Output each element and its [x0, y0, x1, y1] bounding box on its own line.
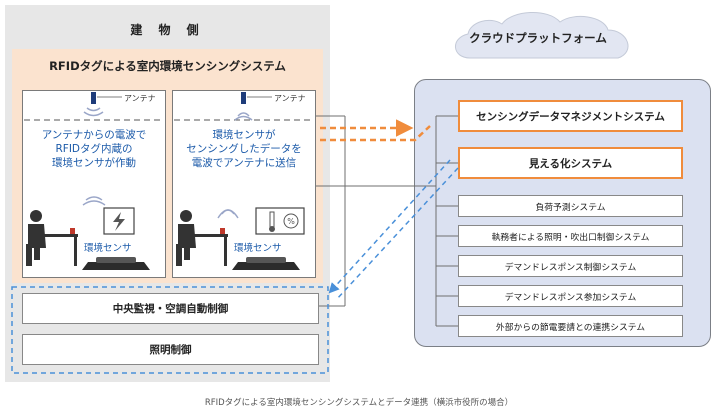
desk-worker-icon: [26, 210, 78, 266]
load-forecast-box: 負荷予測システム: [458, 195, 683, 217]
lighting-control-box: 照明制御: [22, 334, 319, 365]
thermometer-humidity-display-icon: %: [255, 207, 305, 235]
sensing-data-management-box: センシングデータマネジメントシステム: [458, 100, 683, 132]
sensor-label-left: 環境センサ: [84, 243, 132, 254]
cloud-icon: [455, 11, 629, 59]
panel-left-text-1: アンテナからの電波で: [41, 129, 147, 141]
desk-worker-icon: [176, 210, 228, 266]
occupant-control-box: 執務者による照明・吹出口制御システム: [458, 225, 683, 247]
rfid-system-title: RFIDタグによる室内環境センシングシステム: [49, 59, 286, 73]
building-cloud-connector: [316, 115, 436, 307]
antenna-icon: [91, 92, 122, 104]
sensor-device-icon: [232, 257, 300, 270]
panel-left-text-2: RFIDタグ内蔵の: [55, 143, 133, 155]
rfid-panel-right: [172, 90, 316, 278]
lightning-display-icon: [103, 207, 135, 235]
blue-control-arrow: [328, 159, 459, 301]
sensor-device-icon: [82, 257, 150, 270]
wave-icon: [82, 196, 106, 206]
rfid-panel-left: [22, 90, 166, 278]
antenna-icon: [241, 92, 272, 104]
panel-right-text-2: センシングしたデータを: [186, 143, 302, 155]
wave-icon: [83, 107, 104, 117]
wave-icon: [234, 112, 253, 121]
cloud-tree-connector: [435, 115, 458, 327]
wave-icon: [217, 209, 239, 219]
controls-dashed-frame: [11, 286, 329, 374]
dr-participation-box: デマンドレスポンス参加システム: [458, 285, 683, 307]
cloud-platform-title: クラウドプラットフォーム: [469, 31, 607, 45]
visualization-system-box: 見える化システム: [458, 147, 683, 179]
dr-control-box: デマンドレスポンス制御システム: [458, 255, 683, 277]
panel-left-text-3: 環境センサが作動: [52, 157, 136, 169]
panel-right-text-1: 環境センサが: [212, 129, 276, 141]
central-monitoring-box: 中央監視・空調自動制御: [22, 293, 319, 324]
panel-right-text-3: 電波でアンテナに送信: [191, 157, 297, 169]
antenna-label-right: アンテナ: [274, 94, 306, 103]
antenna-label-left: アンテナ: [124, 94, 156, 103]
building-title: 建 物 側: [130, 23, 205, 37]
external-request-box: 外部からの節電要請との連携システム: [458, 315, 683, 337]
orange-data-arrow: [320, 119, 431, 142]
svg-text:%: %: [287, 217, 295, 226]
sensor-label-right: 環境センサ: [234, 243, 282, 254]
diagram-caption: RFIDタグによる室内環境センシングシステムとデータ連携（横浜市役所の場合）: [204, 398, 514, 408]
